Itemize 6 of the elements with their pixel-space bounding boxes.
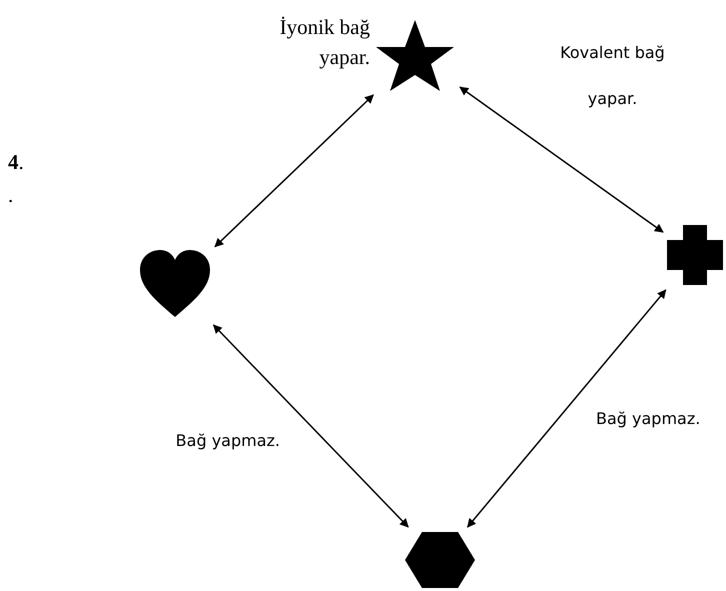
question-number: . <box>8 183 14 208</box>
double-arrow <box>214 94 374 248</box>
double-arrow <box>467 289 666 528</box>
double-arrow <box>459 86 664 233</box>
double-arrow <box>212 324 409 528</box>
question-number: 4. <box>8 150 24 175</box>
